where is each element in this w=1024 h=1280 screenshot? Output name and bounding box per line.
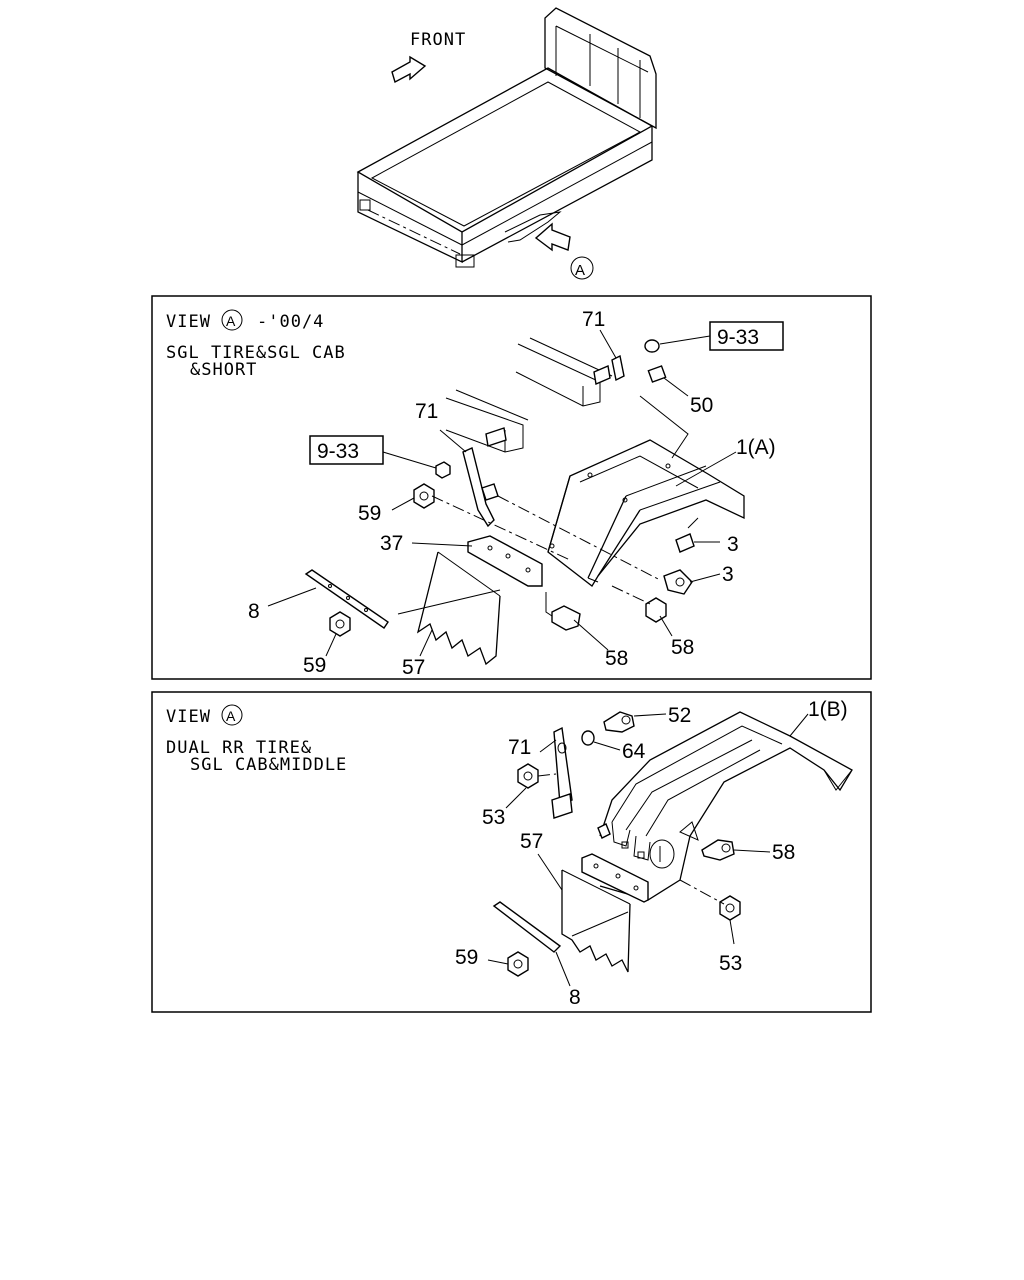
front-arrow-icon bbox=[391, 55, 427, 84]
callout-71-lower: 71 bbox=[415, 400, 438, 423]
panel1-view-label: VIEW bbox=[166, 312, 211, 332]
panel1-subtitle-line1: SGL TIRE&SGL CAB bbox=[166, 343, 346, 363]
fender-1a bbox=[547, 439, 745, 587]
callout-1b: 1(B) bbox=[808, 698, 848, 721]
callout-58-dual: 58 bbox=[772, 841, 795, 864]
front-label: FRONT bbox=[410, 30, 466, 50]
ref-9-33-lower: 9-33 bbox=[317, 440, 359, 463]
callout-71-upper: 71 bbox=[582, 308, 605, 331]
truck-bed-illustration bbox=[356, 7, 657, 268]
panel2-subtitle-line2: SGL CAB&MIDDLE bbox=[190, 755, 347, 775]
callout-1a: 1(A) bbox=[736, 436, 776, 459]
panel1-view-marker-circle bbox=[221, 309, 243, 331]
washer-upper bbox=[644, 339, 660, 353]
bolt-58-left bbox=[551, 605, 581, 631]
bolt-58-dual bbox=[701, 839, 735, 861]
callout-64: 64 bbox=[622, 740, 646, 763]
view-marker-circle bbox=[570, 256, 594, 280]
mudflap-57 bbox=[416, 551, 501, 666]
panel2-view-label: VIEW bbox=[166, 707, 211, 727]
view-arrow-icon bbox=[534, 222, 571, 252]
callout-8-dual: 8 bbox=[569, 986, 581, 1009]
callout-3-upper: 3 bbox=[727, 533, 739, 556]
nut-53-lower bbox=[719, 895, 741, 921]
bracket-71-dual bbox=[551, 726, 573, 819]
strip-8 bbox=[304, 569, 389, 629]
washer-64 bbox=[581, 730, 595, 746]
plate-37 bbox=[467, 535, 543, 587]
panel1-frame-members bbox=[445, 337, 613, 453]
panel1-view-marker: A bbox=[226, 313, 236, 329]
callout-52: 52 bbox=[668, 704, 691, 727]
panel-view-a-dual-tire bbox=[151, 691, 872, 1013]
ref-box-9-33-lower bbox=[309, 435, 384, 465]
bolt-50 bbox=[647, 365, 667, 383]
nut-58-right bbox=[645, 597, 667, 623]
callout-37: 37 bbox=[380, 532, 403, 555]
bolt-3-upper bbox=[675, 517, 699, 553]
nut-53-upper bbox=[517, 763, 539, 789]
bolt-52 bbox=[603, 711, 635, 733]
callout-50: 50 bbox=[690, 394, 713, 417]
strip-8-dual bbox=[492, 901, 562, 953]
callout-58-left: 58 bbox=[605, 647, 628, 670]
callout-8: 8 bbox=[248, 600, 260, 623]
ref-9-33-upper: 9-33 bbox=[717, 326, 759, 349]
panel1-subtitle-line2: &SHORT bbox=[190, 360, 257, 380]
bracket-71-upper bbox=[593, 354, 625, 385]
bracket-71-lower bbox=[462, 427, 507, 528]
panel2-view-marker-circle bbox=[221, 704, 243, 726]
panel1-view-suffix: -'00/4 bbox=[257, 312, 324, 332]
callout-71-dual: 71 bbox=[508, 736, 531, 759]
callout-3-lower: 3 bbox=[722, 563, 734, 586]
callout-58-right: 58 bbox=[671, 636, 694, 659]
panel2-view-marker: A bbox=[226, 708, 236, 724]
callout-53-lower: 53 bbox=[719, 952, 742, 975]
panel2-leaders bbox=[487, 713, 809, 987]
callout-57: 57 bbox=[402, 656, 425, 679]
mudflap-57-dual bbox=[561, 869, 631, 973]
panel-view-a-single-tire bbox=[151, 295, 872, 680]
panel1-leaders bbox=[267, 329, 737, 657]
nut-59-upper bbox=[413, 483, 435, 509]
bolt-3-lower bbox=[663, 569, 693, 595]
callout-59-lower: 59 bbox=[303, 654, 326, 677]
callout-53-upper: 53 bbox=[482, 806, 505, 829]
bolt-small-dual bbox=[597, 823, 611, 839]
callout-59-upper: 59 bbox=[358, 502, 381, 525]
view-marker: A bbox=[575, 262, 585, 279]
callout-59-dual: 59 bbox=[455, 946, 478, 969]
callout-57-dual: 57 bbox=[520, 830, 543, 853]
fender-1b bbox=[581, 711, 853, 903]
nut-9-33 bbox=[435, 461, 451, 479]
nut-59-lower bbox=[329, 611, 351, 637]
panel2-subtitle-line1: DUAL RR TIRE& bbox=[166, 738, 312, 758]
nut-59-dual bbox=[507, 951, 529, 977]
